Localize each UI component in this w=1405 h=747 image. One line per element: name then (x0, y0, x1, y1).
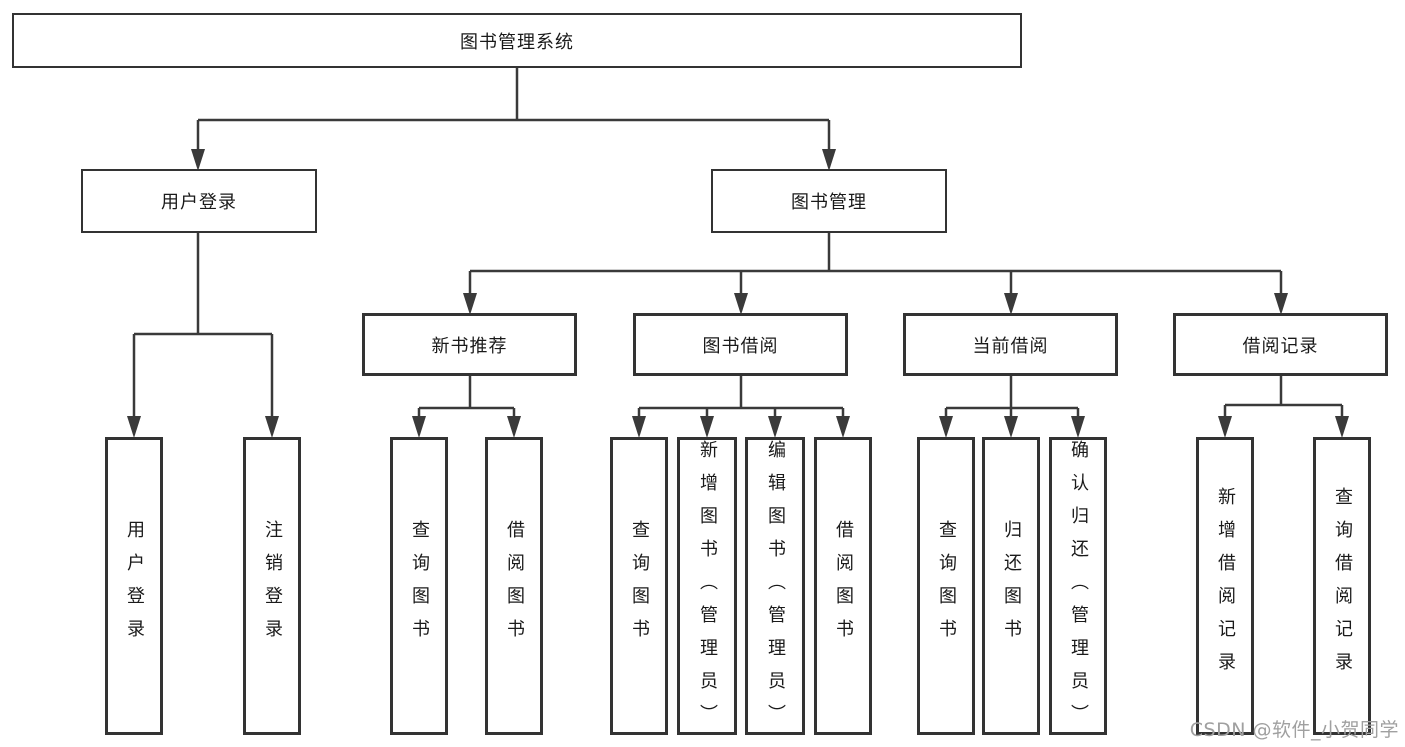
leaf-borrow-books-recommend: 借阅图书 (485, 437, 543, 735)
arrowhead (700, 416, 714, 438)
leaf-borrow-books: 借阅图书 (814, 437, 872, 735)
leaf-query-borrow-record: 查询借阅记录 (1313, 437, 1371, 735)
connector-trunks (134, 66, 1342, 410)
arrowhead (412, 416, 426, 438)
arrowhead (127, 416, 141, 438)
leaf-query-books-current: 查询图书 (917, 437, 975, 735)
arrowhead (632, 416, 646, 438)
csdn-watermark: CSDN @软件_小贺同学 (1189, 719, 1399, 741)
leaf-query-books-borrow: 查询图书 (610, 437, 668, 735)
connector-arrow-stems (132, 120, 1344, 419)
arrowhead (822, 149, 836, 171)
arrowhead (1004, 293, 1018, 315)
arrowhead (265, 416, 279, 438)
arrowhead (939, 416, 953, 438)
leaf-user-login: 用户登录 (105, 437, 163, 735)
leaf-add-borrow-record: 新增借阅记录 (1196, 437, 1254, 735)
arrowhead (836, 416, 850, 438)
leaf-confirm-return-admin: 确认归还（管理员） (1049, 437, 1107, 737)
arrowhead (1335, 416, 1349, 438)
node-root-system: 图书管理系统 (12, 13, 1022, 68)
node-book-management: 图书管理 (711, 169, 947, 233)
node-borrow-records: 借阅记录 (1173, 313, 1388, 376)
arrowhead (463, 293, 477, 315)
leaf-return-book: 归还图书 (982, 437, 1040, 735)
leaf-query-books-recommend: 查询图书 (390, 437, 448, 735)
arrowhead (1004, 416, 1018, 438)
leaf-logout: 注销登录 (243, 437, 301, 735)
node-user-login: 用户登录 (81, 169, 317, 233)
arrowhead (507, 416, 521, 438)
arrowhead (768, 416, 782, 438)
node-current-borrow: 当前借阅 (903, 313, 1118, 376)
arrowhead (1274, 293, 1288, 315)
leaf-edit-book-admin: 编辑图书（管理员） (745, 437, 805, 737)
node-book-borrow: 图书借阅 (633, 313, 848, 376)
arrowhead (191, 149, 205, 171)
arrowhead (1218, 416, 1232, 438)
arrowhead (1071, 416, 1085, 438)
arrowhead (734, 293, 748, 315)
leaf-add-book-admin: 新增图书（管理员） (677, 437, 737, 737)
node-new-book-recommend: 新书推荐 (362, 313, 577, 376)
